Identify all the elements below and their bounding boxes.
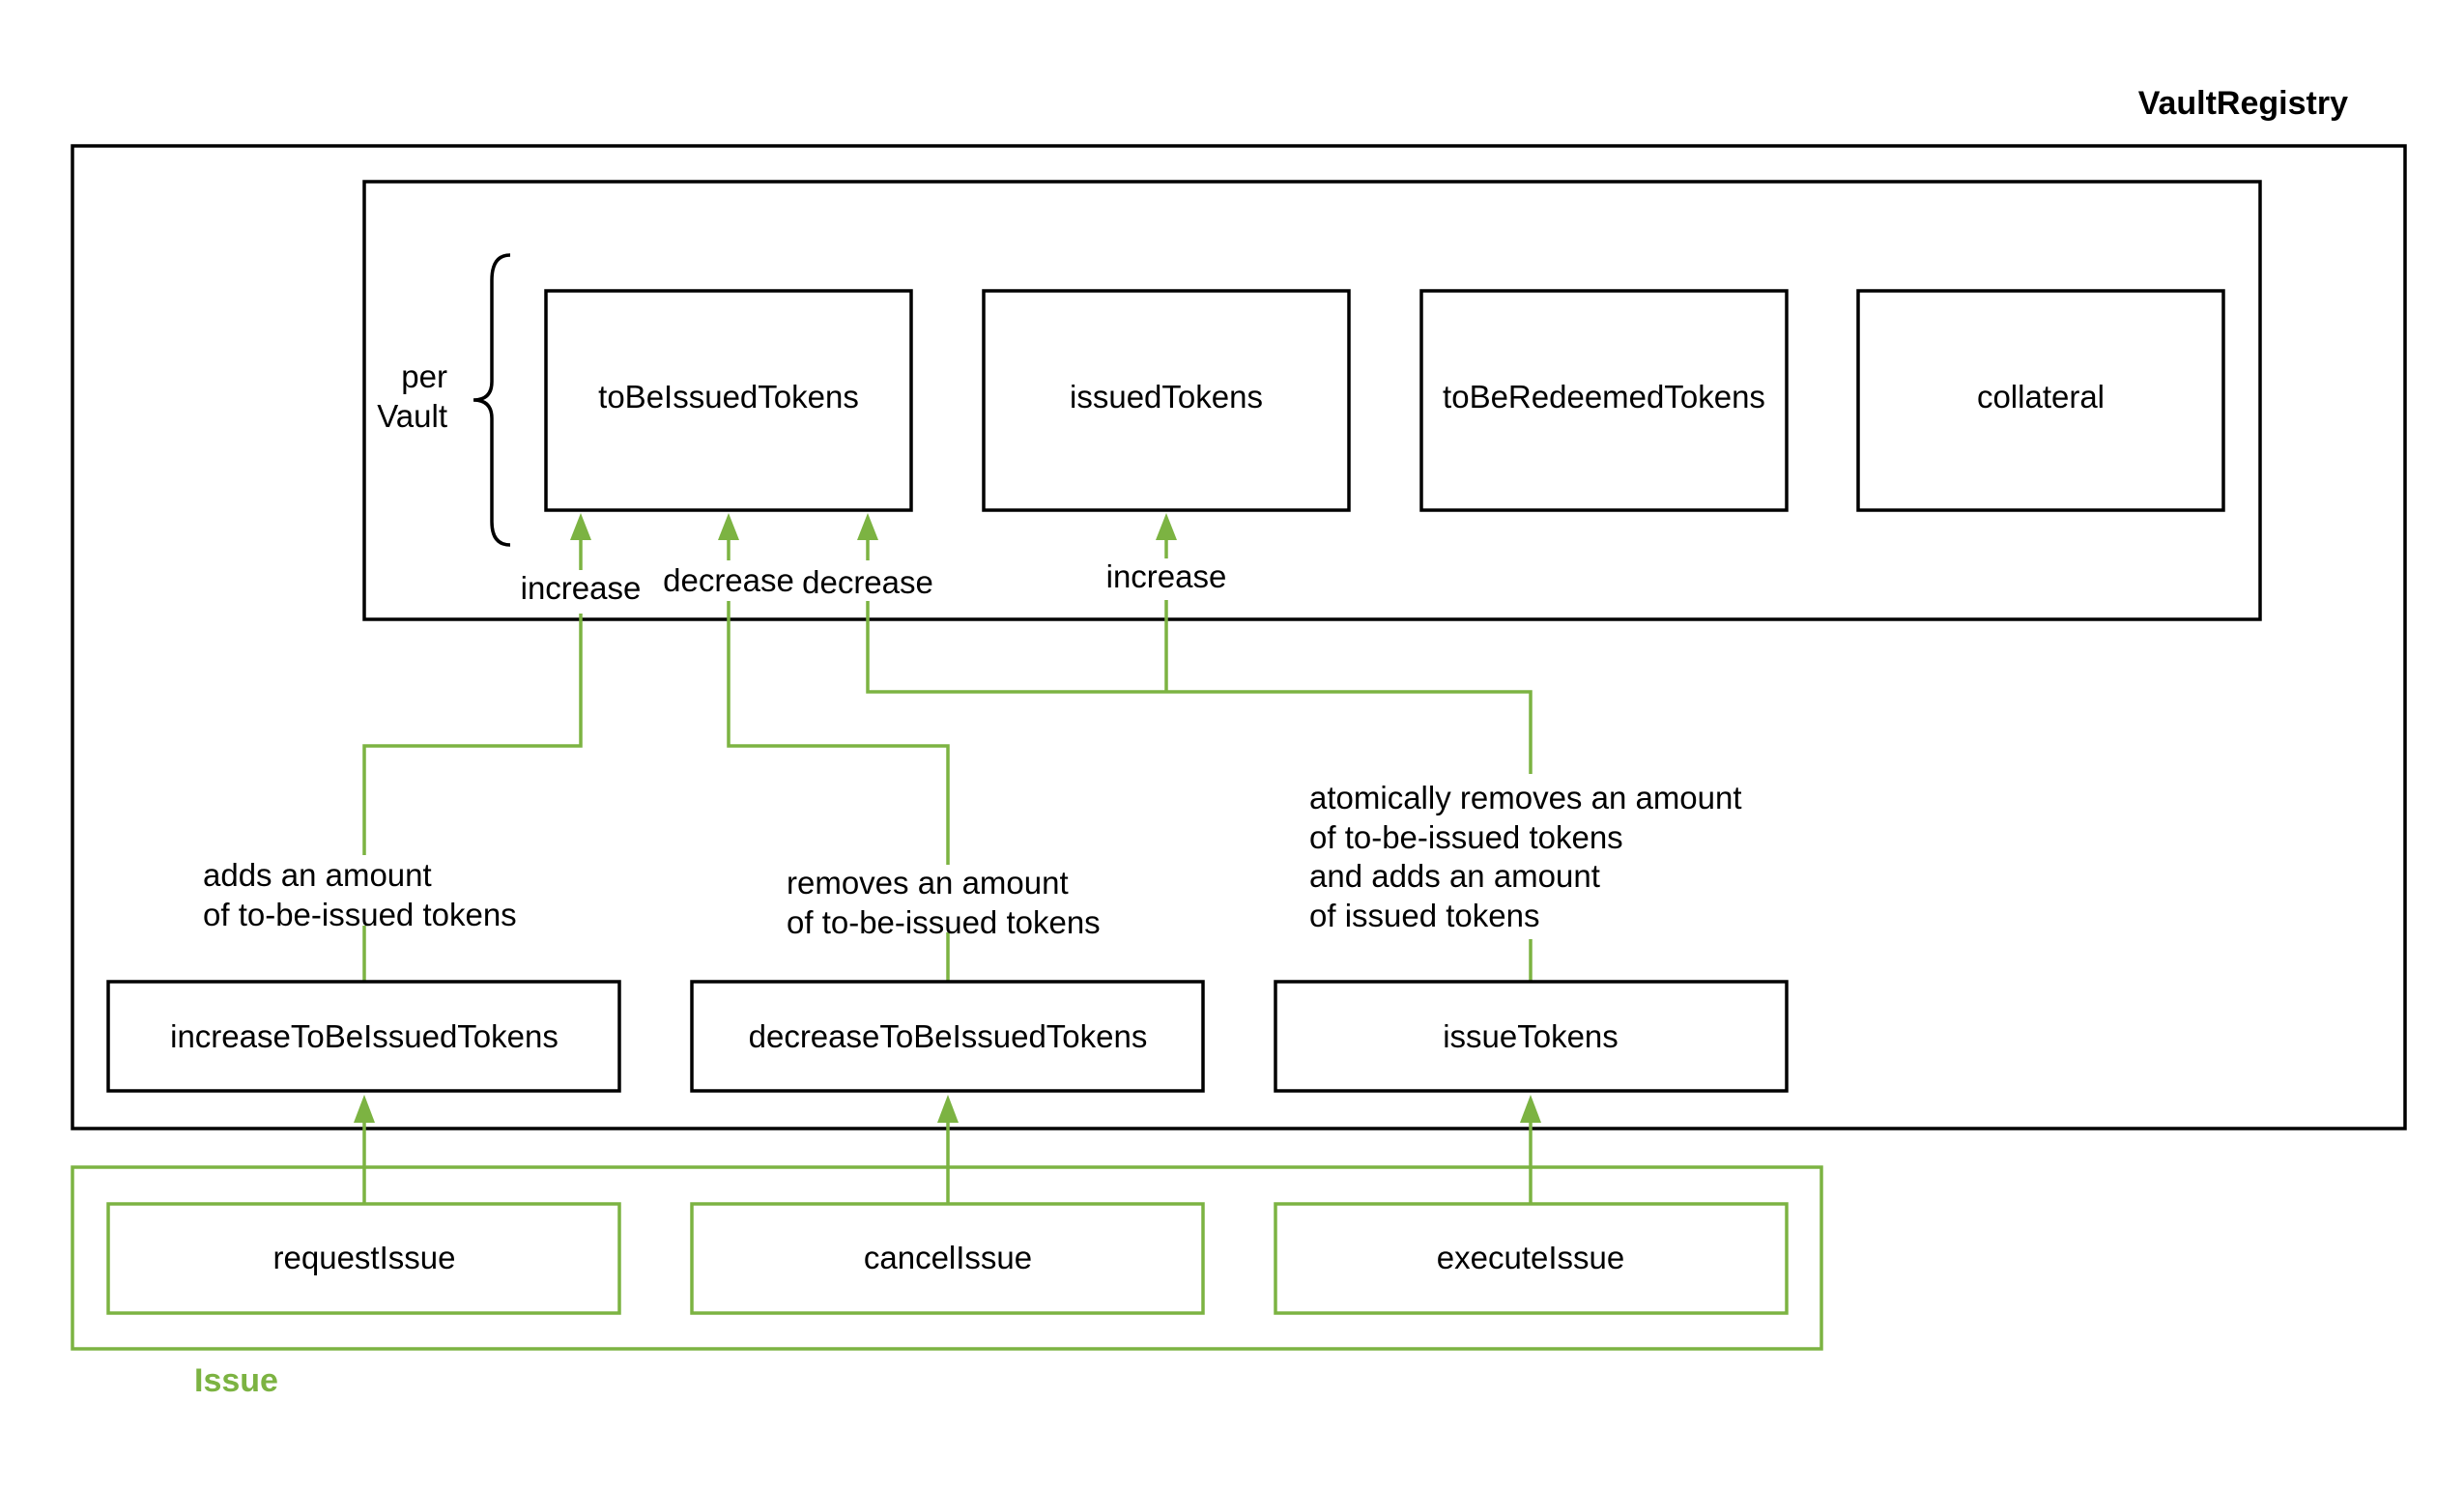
issue-label-execute-issue: executeIssue: [1437, 1240, 1624, 1275]
storage-label-collateral: collateral: [1977, 379, 2105, 415]
description-decrease-line-1: removes an amount: [787, 865, 1069, 901]
arrowhead-decrease-to-be-issued-1: [718, 513, 739, 540]
issue-module-title: Issue: [194, 1362, 278, 1399]
function-box-decrease-to-be-issued-tokens: [690, 980, 1205, 1093]
arrowhead-increase-issued-tokens: [1156, 513, 1177, 540]
per-vault-label-line-2: Vault: [377, 398, 447, 434]
arrowhead-increase-to-be-issued: [570, 513, 591, 540]
arrowhead-cancel-to-decrease: [937, 1095, 959, 1123]
connector-issue-to-storage-upper: [866, 601, 1533, 774]
action-label-decrease-1: decrease: [663, 562, 794, 598]
arrowhead-request-to-increase: [354, 1095, 375, 1123]
description-issue-line-1: atomically removes an amount: [1309, 780, 1742, 815]
description-issue-line-3: and adds an amount: [1309, 858, 1600, 894]
vault-registry-container: [71, 144, 2407, 1130]
issue-label-cancel-issue: cancelIssue: [864, 1240, 1032, 1275]
storage-label-issued-tokens: issuedTokens: [1070, 379, 1263, 415]
storage-box-to-be-redeemed-tokens: [1419, 289, 1789, 512]
function-box-issue-tokens: [1274, 980, 1789, 1093]
storage-label-to-be-redeemed-tokens: toBeRedeemedTokens: [1443, 379, 1765, 415]
per-vault-storage-group: [362, 180, 2262, 621]
arrowhead-decrease-to-be-issued-2: [857, 513, 878, 540]
action-label-increase-2: increase: [1106, 558, 1227, 594]
description-issue-line-4: of issued tokens: [1309, 898, 1539, 933]
storage-box-to-be-issued-tokens: [544, 289, 913, 512]
connector-increase-to-storage-upper: [362, 614, 583, 855]
storage-box-issued-tokens: [982, 289, 1351, 512]
per-vault-label-line-1: per: [401, 358, 447, 394]
per-vault-brace: [473, 253, 511, 547]
function-box-increase-to-be-issued-tokens: [106, 980, 621, 1093]
connector-decrease-to-storage-upper: [727, 601, 950, 865]
function-label-issue-tokens: issueTokens: [1443, 1018, 1619, 1054]
issue-label-request-issue: requestIssue: [273, 1240, 456, 1275]
description-increase-line-1: adds an amount: [203, 857, 432, 893]
vault-registry-title: VaultRegistry: [2138, 85, 2348, 122]
action-label-decrease-2: decrease: [802, 564, 933, 600]
arrowhead-execute-to-issue-tokens: [1520, 1095, 1541, 1123]
description-decrease-line-2: of to-be-issued tokens: [787, 904, 1101, 940]
function-label-decrease-to-be-issued-tokens: decreaseToBeIssuedTokens: [749, 1018, 1148, 1054]
description-increase-line-2: of to-be-issued tokens: [203, 897, 517, 932]
action-label-increase-1: increase: [521, 570, 642, 606]
description-issue-line-2: of to-be-issued tokens: [1309, 819, 1623, 855]
storage-box-collateral: [1856, 289, 2225, 512]
function-label-increase-to-be-issued-tokens: increaseToBeIssuedTokens: [170, 1018, 559, 1054]
storage-label-to-be-issued-tokens: toBeIssuedTokens: [598, 379, 859, 415]
